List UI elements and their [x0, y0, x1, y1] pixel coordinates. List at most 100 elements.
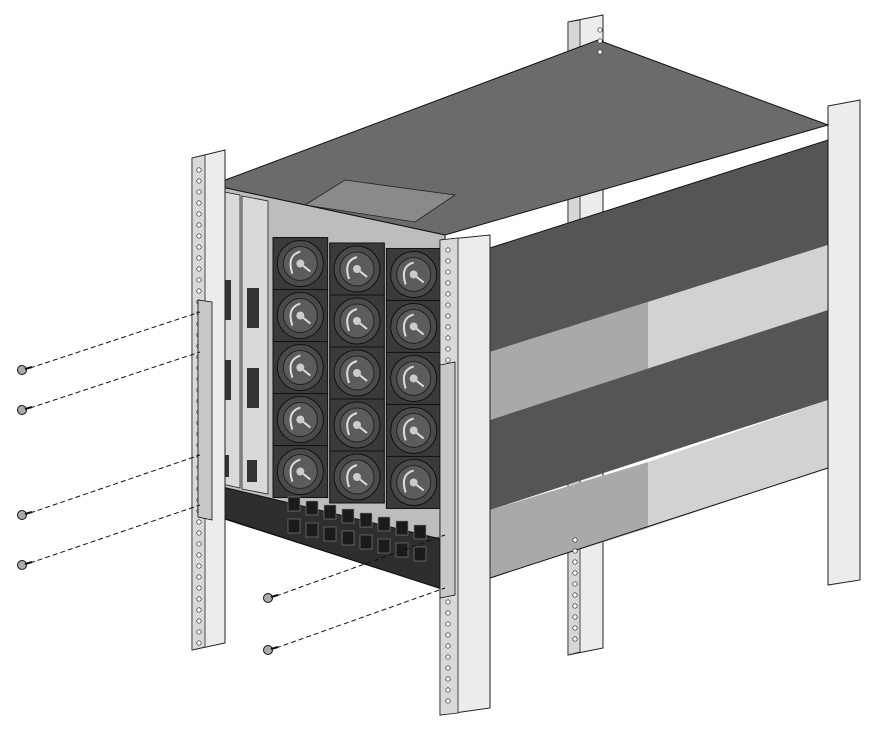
fan	[329, 398, 385, 452]
rack-hole	[572, 581, 578, 587]
rack-hole	[196, 167, 202, 173]
fan	[272, 289, 329, 343]
power-socket	[377, 538, 391, 554]
fan	[329, 450, 385, 504]
fan	[329, 294, 385, 348]
power-socket	[341, 530, 355, 546]
rack-hole	[597, 27, 603, 33]
fan	[329, 242, 385, 296]
rack-hole	[445, 269, 451, 275]
power-socket	[305, 522, 319, 538]
rack-hole	[572, 559, 578, 565]
rack-hole	[445, 247, 451, 253]
fan	[385, 247, 442, 301]
rack-hole	[196, 266, 202, 272]
back-right-rack-post	[827, 99, 861, 586]
fan	[329, 346, 385, 400]
rack-hole	[445, 665, 451, 671]
chassis-right-side	[489, 139, 829, 579]
fan	[272, 393, 329, 447]
rack-hole	[445, 687, 451, 693]
guide-line	[29, 351, 201, 409]
rack-hole	[572, 548, 578, 554]
power-socket	[359, 534, 373, 550]
rack-hole	[196, 277, 202, 283]
top-label-plate	[303, 179, 457, 223]
rack-hole	[445, 258, 451, 264]
rack-hole	[196, 640, 202, 646]
rack-hole	[196, 288, 202, 294]
rack-hole	[572, 537, 578, 543]
rack-hole	[196, 189, 202, 195]
fan	[272, 341, 329, 395]
rack-hole	[196, 519, 202, 525]
guide-line	[275, 534, 446, 597]
power-socket	[287, 518, 301, 534]
rack-hole	[572, 570, 578, 576]
fan	[272, 445, 329, 499]
screw-icon	[263, 645, 279, 655]
rack-hole	[445, 291, 451, 297]
rack-hole	[196, 178, 202, 184]
screw-icon	[263, 593, 279, 603]
screw-icon	[17, 560, 33, 570]
guide-line	[29, 454, 201, 514]
rack-hole	[597, 38, 603, 44]
rack-hole	[572, 614, 578, 620]
rack-hole	[445, 654, 451, 660]
rack-hole	[445, 280, 451, 286]
rack-hole	[445, 313, 451, 319]
rack-hole	[572, 592, 578, 598]
rack-hole	[196, 530, 202, 536]
rack-hole	[196, 211, 202, 217]
right-mounting-ear	[439, 361, 456, 599]
rack-hole	[196, 618, 202, 624]
rack-hole	[196, 541, 202, 547]
guide-line	[29, 311, 201, 369]
rack-hole	[445, 610, 451, 616]
rack-hole	[445, 676, 451, 682]
rack-hole	[572, 636, 578, 642]
rack-hole	[196, 629, 202, 635]
mounting-screws	[17, 311, 446, 655]
screw-icon	[17, 365, 33, 375]
rack-hole	[196, 200, 202, 206]
power-sockets	[287, 496, 427, 562]
power-socket	[377, 516, 391, 532]
left-mounting-ear	[197, 299, 213, 521]
power-socket	[287, 496, 301, 512]
rack-hole	[445, 357, 451, 363]
rack-hole	[196, 255, 202, 261]
rack-hole	[196, 607, 202, 613]
rack-hole	[445, 621, 451, 627]
rack-hole	[445, 335, 451, 341]
power-socket	[395, 520, 409, 536]
power-socket	[323, 504, 337, 520]
rack-hole	[445, 698, 451, 704]
rack-hole	[445, 302, 451, 308]
rack-hole	[196, 222, 202, 228]
power-socket	[323, 526, 337, 542]
rack-hole	[445, 643, 451, 649]
rack-hole	[196, 244, 202, 250]
screw-icon	[17, 405, 33, 415]
screw-icon	[17, 510, 33, 520]
rack-hole	[445, 324, 451, 330]
power-socket	[413, 546, 427, 562]
power-socket	[395, 542, 409, 558]
rack-hole	[196, 233, 202, 239]
rack-hole	[445, 599, 451, 605]
guide-line	[29, 504, 201, 564]
power-socket	[341, 508, 355, 524]
fan	[385, 455, 442, 509]
rack-hole	[445, 346, 451, 352]
rack-hole	[196, 596, 202, 602]
rack-hole	[597, 49, 603, 55]
fan-grid	[272, 237, 442, 509]
power-socket	[305, 500, 319, 516]
rack-hole	[445, 632, 451, 638]
rack-hole	[196, 552, 202, 558]
rack-hole	[572, 603, 578, 609]
